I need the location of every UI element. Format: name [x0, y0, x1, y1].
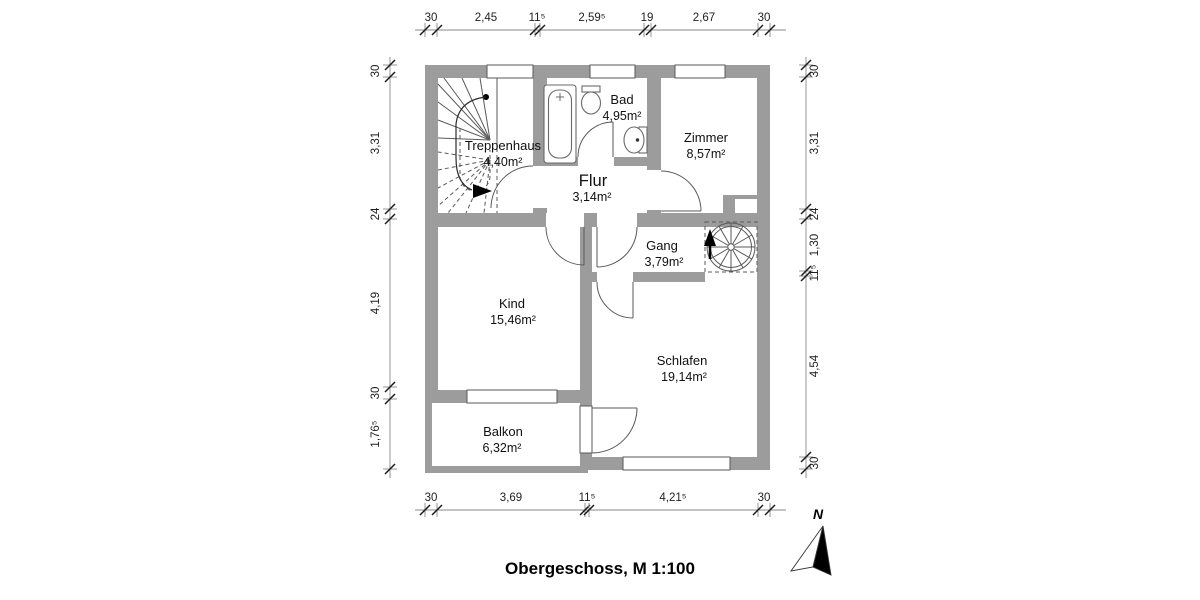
room-area-balkon: 6,32m² [483, 441, 522, 455]
dim-top-4: 19 [641, 12, 654, 24]
dim-bottom-2: 11⁵ [579, 492, 596, 504]
window-zimmer [674, 64, 726, 79]
dim-bottom-0: 30 [425, 492, 438, 504]
door-arc-schlafen [596, 281, 634, 319]
room-label-kind: Kind [499, 296, 525, 311]
dim-bottom-1: 3,69 [500, 492, 522, 504]
door-arc-bad [577, 121, 614, 158]
room-area-gang: 3,79m² [645, 255, 684, 269]
dimension-ticks-top [419, 23, 776, 37]
room-label-bad: Bad [610, 92, 633, 107]
room-label-flur: Flur [579, 172, 608, 190]
dim-right-6: 30 [809, 457, 821, 470]
room-label-schlafen: Schlafen [657, 353, 708, 368]
dimension-ticks-bottom [419, 503, 776, 517]
room-labels: Treppenhaus 4,40m² Bad 4,95m² Zimmer 8,5… [465, 92, 729, 455]
dim-top-0: 30 [425, 12, 438, 24]
door-openings [533, 157, 661, 454]
room-area-schlafen: 19,14m² [661, 370, 707, 384]
door-arc-gang [596, 226, 638, 268]
dim-bottom-4: 30 [758, 492, 771, 504]
room-label-treppenhaus: Treppenhaus [465, 138, 542, 153]
spiral-arrow-head [704, 229, 716, 246]
window-bad [589, 64, 636, 79]
room-area-flur: 3,14m² [573, 190, 612, 204]
room-label-zimmer: Zimmer [684, 130, 729, 145]
bathtub-icon [543, 84, 577, 164]
dim-top-2: 11⁵ [529, 12, 546, 24]
dimension-chain-bottom: 30 3,69 11⁵ 4,21⁵ 30 [415, 492, 786, 517]
dim-right-2: 24 [809, 207, 821, 220]
sink-icon [623, 126, 648, 154]
windows [466, 64, 731, 471]
door-arc-balkon [591, 407, 638, 454]
dim-right-0: 30 [809, 65, 821, 78]
room-area-treppenhaus: 4,40m² [484, 155, 523, 169]
dim-left-5: 1,76⁵ [370, 420, 382, 447]
room-area-zimmer: 8,57m² [687, 147, 726, 161]
dimension-chain-top: 30 2,45 11⁵ 2,59⁵ 19 2,67 30 [415, 12, 786, 37]
dim-left-2: 24 [370, 207, 382, 220]
spiral-staircase-icon [704, 221, 758, 273]
room-area-bad: 4,95m² [603, 109, 642, 123]
north-arrow: N [789, 506, 832, 576]
dimension-chain-right: 30 3,31 24 1,30 11⁵ 4,54 30 [799, 57, 821, 478]
room-label-balkon: Balkon [483, 424, 523, 439]
north-arrow-filled-half [812, 525, 832, 576]
dim-bottom-3: 4,21⁵ [659, 492, 686, 504]
window-schlafen [622, 456, 731, 471]
balcony-door-leaf [579, 405, 593, 454]
dim-right-5: 4,54 [809, 354, 821, 377]
dim-right-4: 11⁵ [809, 264, 821, 281]
winder-staircase-icon [437, 77, 498, 214]
dim-left-1: 3,31 [370, 132, 382, 154]
dim-top-3: 2,59⁵ [578, 12, 605, 24]
dim-left-3: 4,19 [370, 292, 382, 314]
door-arc-zimmer [660, 170, 702, 212]
dim-top-5: 2,67 [693, 12, 715, 24]
dim-right-3: 1,30 [809, 234, 821, 256]
dim-left-0: 30 [370, 65, 382, 78]
dimension-ticks-left [383, 59, 397, 475]
room-label-gang: Gang [646, 238, 678, 253]
door-arc-kind [545, 226, 585, 266]
plan-title: Obergeschoss, M 1:100 [505, 559, 695, 578]
door-swings [490, 121, 702, 454]
window-treppenhaus [486, 64, 534, 79]
dimension-ticks-right [799, 59, 813, 475]
window-kind [466, 389, 558, 404]
dim-top-6: 30 [758, 12, 771, 24]
north-label: N [813, 506, 824, 522]
dim-right-1: 3,31 [809, 132, 821, 154]
stair-walkline-arrow [473, 184, 492, 198]
room-area-kind: 15,46m² [490, 313, 536, 327]
toilet-icon [580, 85, 602, 115]
bathroom-fixtures [543, 84, 648, 164]
dim-top-1: 2,45 [475, 12, 497, 24]
door-arc-treppenhaus [490, 165, 534, 209]
dimension-chain-left: 30 3,31 24 4,19 30 1,76⁵ [370, 57, 397, 478]
wall-notch [735, 199, 757, 213]
dim-left-4: 30 [370, 387, 382, 400]
